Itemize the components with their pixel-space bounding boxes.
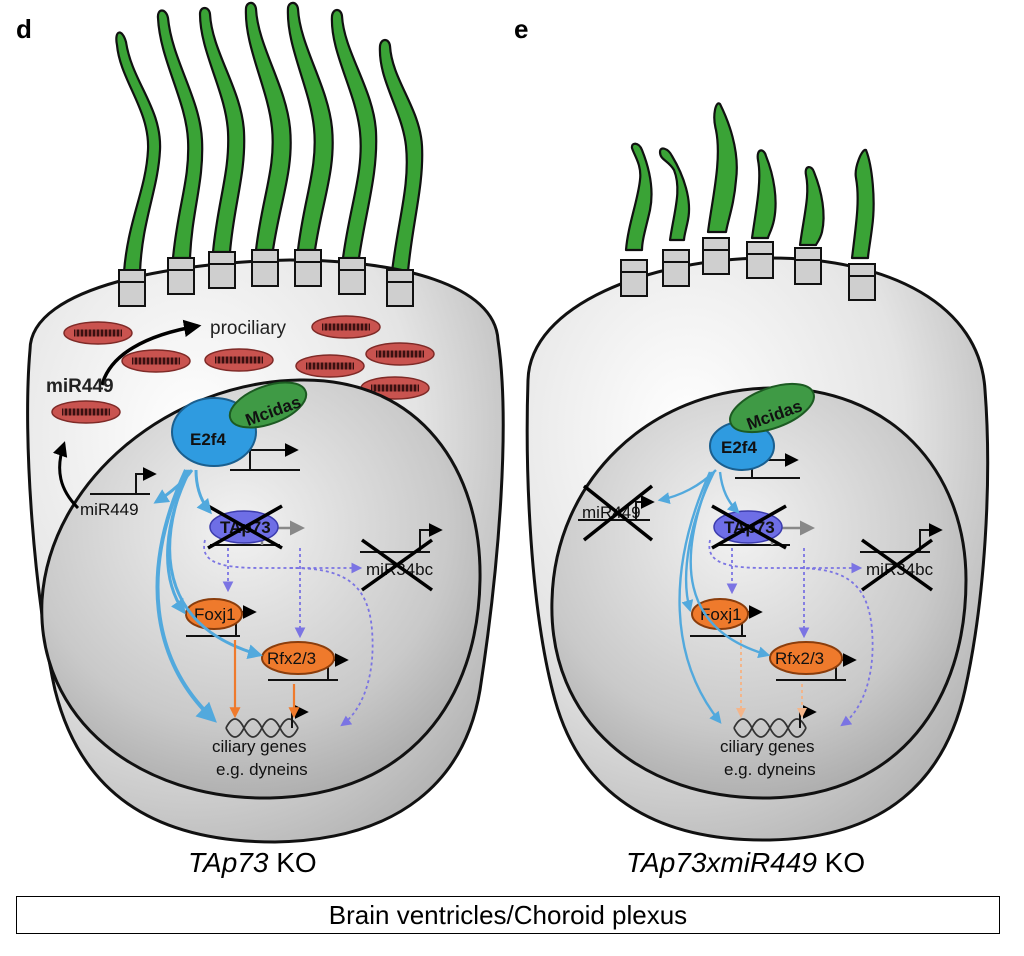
nucleus-e [550,386,968,800]
tap73-e: TAp73 [711,504,815,550]
e2f4-label: E2f4 [190,430,226,449]
tap73-cross-e [711,504,787,550]
foxj1-e: Foxj1 [690,598,763,637]
mir449-gene-e: miR449 [578,484,655,542]
condition-e: TAp73xmiR449 KO [626,847,865,878]
foxj1-label-e: Foxj1 [700,605,742,624]
mir34bc-d: miR34bc [360,523,443,592]
orange-arrows-d [229,640,300,719]
ciliary-genes-label-e: ciliary genes [720,737,815,756]
mir34bc-cross [360,538,434,592]
tap73-cross [207,504,283,550]
mir449-gene-label: miR449 [80,500,139,519]
rfx-e: Rfx2/3 [769,641,857,681]
mir34bc-e: miR34bc [860,523,943,592]
mir449-gene-d: miR449 [80,467,157,519]
e2f4-complex-d: E2f4 Mcidas [171,381,312,471]
panel-letter-d: d [16,14,32,44]
ciliary-genes-label: ciliary genes [212,737,307,756]
condition-e-italic: TAp73xmiR449 [626,847,817,878]
blue-arrows-e [657,469,771,724]
tissue-label: Brain ventricles/Choroid plexus [328,899,688,930]
ciliary-genes-d: ciliary genes e.g. dyneins [212,705,309,779]
cilia-group-e [624,102,875,260]
mcidas-blob [228,381,308,429]
mir449-mature-label: miR449 [46,376,114,397]
condition-d: TAp73 KO [188,847,317,878]
dotted-arrows-e [708,539,874,727]
nucleus-d [40,378,482,800]
prociliary-label: prociliary [210,318,287,339]
mir449-export-arrow [52,441,80,510]
ciliary-genes-e: ciliary genes e.g. dyneins [720,705,817,779]
mir449-cross [582,484,654,542]
condition-e-rest: KO [817,847,865,878]
tap73-d: TAp73 [207,504,305,550]
tissue-label-box: Brain ventricles/Choroid plexus [16,896,1000,934]
dyneins-label: e.g. dyneins [216,760,308,779]
panel-letter-e: e [514,14,528,44]
blue-arrows-d [153,469,263,723]
rfx-d: Rfx2/3 [261,641,349,681]
cilia-group-d [115,1,424,274]
dyneins-label-e: e.g. dyneins [724,760,816,779]
condition-d-italic: TAp73 [188,847,269,878]
e2f4-complex-e: E2f4 Mcidas [709,382,815,479]
rfx-label-e: Rfx2/3 [775,649,824,668]
mir34bc-cross-e [860,538,934,592]
condition-d-rest: KO [268,847,316,878]
foxj1-label: Foxj1 [194,605,236,624]
orange-arrows-e [736,640,807,718]
prociliary-arrow [100,319,202,386]
dotted-arrows-d [203,539,374,727]
mcidas-blob-e [729,382,815,434]
panel-d: prociliary miR449 miR449 E2f4 Mcidas TAp… [26,1,505,878]
panel-e: miR449 E2f4 Mcidas TAp73 miR34bc [525,102,990,878]
rfx-label: Rfx2/3 [267,649,316,668]
e2f4-label-e: E2f4 [721,438,757,457]
